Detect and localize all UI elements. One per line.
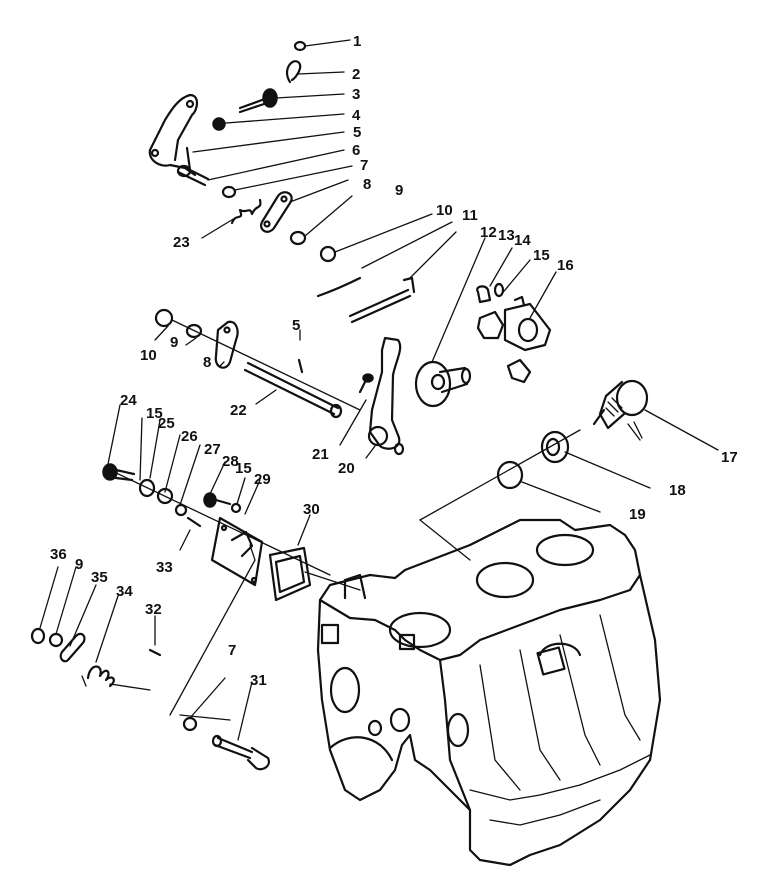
part-12-gear	[414, 360, 472, 408]
part-10-nut-b	[154, 308, 174, 328]
callout-6: 6	[352, 142, 360, 159]
callout-20: 20	[338, 460, 355, 477]
callout-35: 35	[91, 569, 108, 586]
part-25-clip	[138, 478, 156, 498]
part-18-seal	[540, 430, 570, 464]
callout-14: 14	[514, 232, 531, 249]
part-15-washer-c	[230, 502, 242, 514]
callout-10-b: 10	[140, 347, 157, 364]
part-6-lever	[148, 93, 210, 187]
part-20-lever-arm	[367, 336, 405, 456]
part-24-bolt	[102, 463, 136, 482]
part-32-pin	[148, 648, 162, 657]
callout-22: 22	[230, 402, 247, 419]
callout-17: 17	[721, 449, 738, 466]
part-27-washer	[174, 503, 188, 517]
part-2-wire-clip	[285, 60, 302, 84]
callout-29: 29	[254, 471, 271, 488]
part-31-shaft	[211, 734, 270, 771]
callout-30: 30	[303, 501, 320, 518]
callout-27: 27	[204, 441, 221, 458]
part-36-nut	[30, 627, 46, 645]
callout-28: 28	[222, 453, 239, 470]
part-11-rod	[316, 276, 416, 324]
callout-21: 21	[312, 446, 329, 463]
callout-23: 23	[173, 234, 190, 251]
part-7-o-ring-b	[182, 716, 198, 732]
part-30-gasket	[268, 546, 312, 602]
callout-36: 36	[50, 546, 67, 563]
callout-4: 4	[352, 107, 361, 124]
callout-9-c: 9	[75, 556, 83, 573]
part-5-pin-b	[297, 358, 304, 374]
part-23-spring	[230, 198, 262, 225]
part-9-washer-c	[48, 632, 64, 648]
part-8-plate	[260, 191, 293, 233]
callout-5-b: 5	[292, 317, 300, 334]
callout-5: 5	[353, 124, 361, 141]
part-29-cover-plate	[210, 516, 264, 587]
part-26-washer	[156, 487, 174, 505]
callout-1: 1	[353, 33, 361, 50]
callout-12: 12	[480, 224, 497, 241]
callout-15-c: 15	[235, 460, 252, 477]
callout-labels: 1 2 3 4 5 6 7 8 9 10 11 12 13 14 15 16 1…	[50, 33, 738, 689]
part-1-oval-clip	[293, 40, 307, 52]
assembly-lines	[39, 39, 719, 741]
part-3-bolt	[238, 88, 278, 114]
part-17-solenoid	[592, 379, 649, 441]
callout-34: 34	[116, 583, 133, 600]
part-5-pin	[185, 146, 192, 172]
callout-24: 24	[120, 392, 137, 409]
part-7-o-ring	[221, 185, 237, 199]
part-19-ring	[496, 460, 524, 490]
part-13-16-bracket-assembly	[476, 282, 552, 384]
callout-26: 26	[181, 428, 198, 445]
callout-33: 33	[156, 559, 173, 576]
callout-7-b: 7	[228, 642, 236, 659]
callout-11: 11	[462, 207, 478, 224]
part-4-nut	[212, 117, 226, 131]
part-28-bolt	[203, 492, 232, 508]
callout-16: 16	[557, 257, 574, 274]
part-10-nut	[319, 245, 337, 263]
engine-block	[316, 518, 662, 867]
callout-7: 7	[360, 157, 368, 174]
callout-8: 8	[363, 176, 371, 193]
callout-15-b: 15	[146, 405, 163, 422]
part-33-screw	[186, 516, 202, 528]
callout-2: 2	[352, 66, 360, 83]
callout-9: 9	[395, 182, 403, 199]
callout-31: 31	[250, 672, 267, 689]
part-21-screw	[358, 373, 374, 394]
callout-13: 13	[498, 227, 515, 244]
callout-8-b: 8	[203, 354, 211, 371]
callout-19: 19	[629, 506, 646, 523]
part-9-washer	[289, 230, 307, 246]
callout-9-b: 9	[170, 334, 178, 351]
callout-32: 32	[145, 601, 162, 618]
part-8-plate-b	[214, 320, 239, 369]
part-34-spring	[81, 665, 151, 691]
part-22-shaft	[243, 361, 343, 419]
part-9-washer-b	[185, 323, 203, 339]
callout-25: 25	[158, 415, 175, 432]
part-35-link	[59, 632, 86, 663]
callout-3: 3	[352, 86, 360, 103]
callout-18: 18	[669, 482, 686, 499]
callout-10: 10	[436, 202, 453, 219]
callout-15: 15	[533, 247, 550, 264]
